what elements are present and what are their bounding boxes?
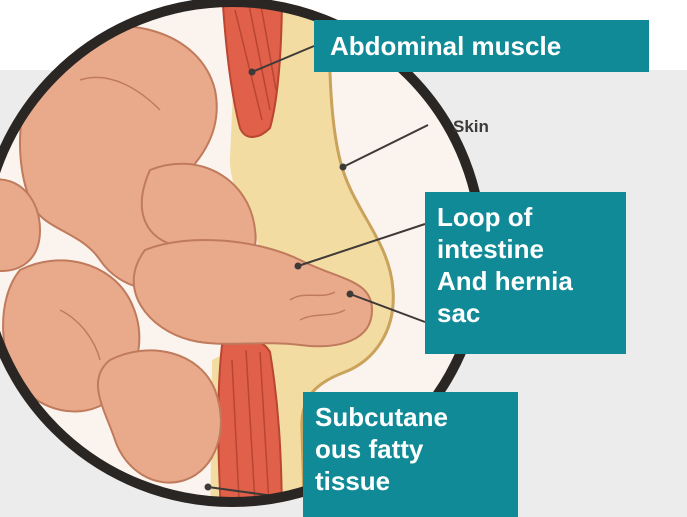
loop-label-line-4: sac	[437, 297, 626, 329]
subcutaneous-fat-callout: Subcutane ous fatty tissue	[303, 392, 518, 517]
loop-of-intestine-callout: Loop of intestine And hernia sac	[425, 192, 626, 354]
subcut-label-line-3: tissue	[315, 465, 518, 497]
subcut-label-line-1: Subcutane	[315, 401, 518, 433]
loop-label-line-2: intestine	[437, 233, 626, 265]
skin-label: Skin	[453, 117, 489, 137]
loop-label-line-3: And hernia	[437, 265, 626, 297]
abdominal-muscle-label: Abdominal muscle	[330, 20, 649, 72]
loop-label-line-1: Loop of	[437, 201, 626, 233]
subcut-label-line-2: ous fatty	[315, 433, 518, 465]
abdominal-muscle-callout: Abdominal muscle	[314, 20, 649, 72]
